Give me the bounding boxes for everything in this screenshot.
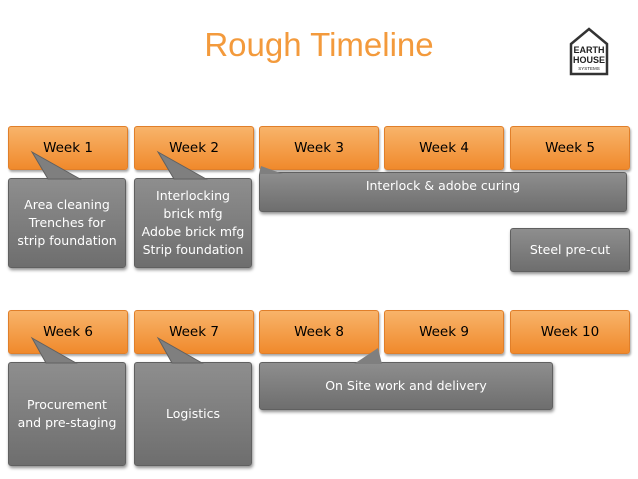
earth-house-systems-logo: EARTH HOUSE SYSTEMS <box>569 27 609 76</box>
week-3-box: Week 3 <box>259 126 379 170</box>
svg-text:SYSTEMS: SYSTEMS <box>578 66 600 71</box>
task-line: Strip foundation <box>142 242 244 257</box>
task-line: Interlock & adobe curing <box>365 178 521 193</box>
callout-pointer <box>156 150 208 180</box>
week-8-box: Week 8 <box>259 310 379 354</box>
svg-text:EARTH: EARTH <box>574 45 605 55</box>
week-1-box: Week 1 <box>8 126 128 170</box>
callout-pointer <box>259 166 283 174</box>
task-line: Trenches for <box>28 215 106 230</box>
task-line: strip foundation <box>17 233 117 248</box>
task-line: and pre-staging <box>17 415 117 430</box>
page-title: Rough Timeline <box>204 26 434 63</box>
task-line: Interlocking <box>156 188 230 203</box>
week-7-box: Week 7 <box>134 310 254 354</box>
task-line: Adobe brick mfg <box>141 224 245 239</box>
week-6-box: Week 6 <box>8 310 128 354</box>
task-box-steel-pre-cut: Steel pre-cut <box>510 228 630 272</box>
task-box-procurement: Procurement and pre-staging <box>8 362 126 466</box>
task-box-interlocking-brick: Interlocking brick mfg Adobe brick mfg S… <box>134 178 252 268</box>
task-line: Procurement <box>27 397 107 412</box>
callout-pointer <box>156 336 204 364</box>
task-line: Steel pre-cut <box>529 242 611 257</box>
callout-pointer <box>30 336 78 364</box>
callout-pointer <box>30 150 82 180</box>
week-10-box: Week 10 <box>510 310 630 354</box>
task-box-on-site-work: On Site work and delivery <box>259 362 553 410</box>
task-box-logistics: Logistics <box>134 362 252 466</box>
task-box-curing: Interlock & adobe curing <box>259 172 627 212</box>
task-line: brick mfg <box>163 206 223 221</box>
callout-pointer <box>354 348 382 364</box>
week-9-box: Week 9 <box>384 310 504 354</box>
week-2-box: Week 2 <box>134 126 254 170</box>
task-line: On Site work and delivery <box>325 378 487 393</box>
week-4-box: Week 4 <box>384 126 504 170</box>
svg-text:HOUSE: HOUSE <box>573 55 605 65</box>
task-box-area-cleaning: Area cleaning Trenches for strip foundat… <box>8 178 126 268</box>
task-line: Area cleaning <box>24 197 110 212</box>
week-5-box: Week 5 <box>510 126 630 170</box>
task-line: Logistics <box>165 406 221 421</box>
